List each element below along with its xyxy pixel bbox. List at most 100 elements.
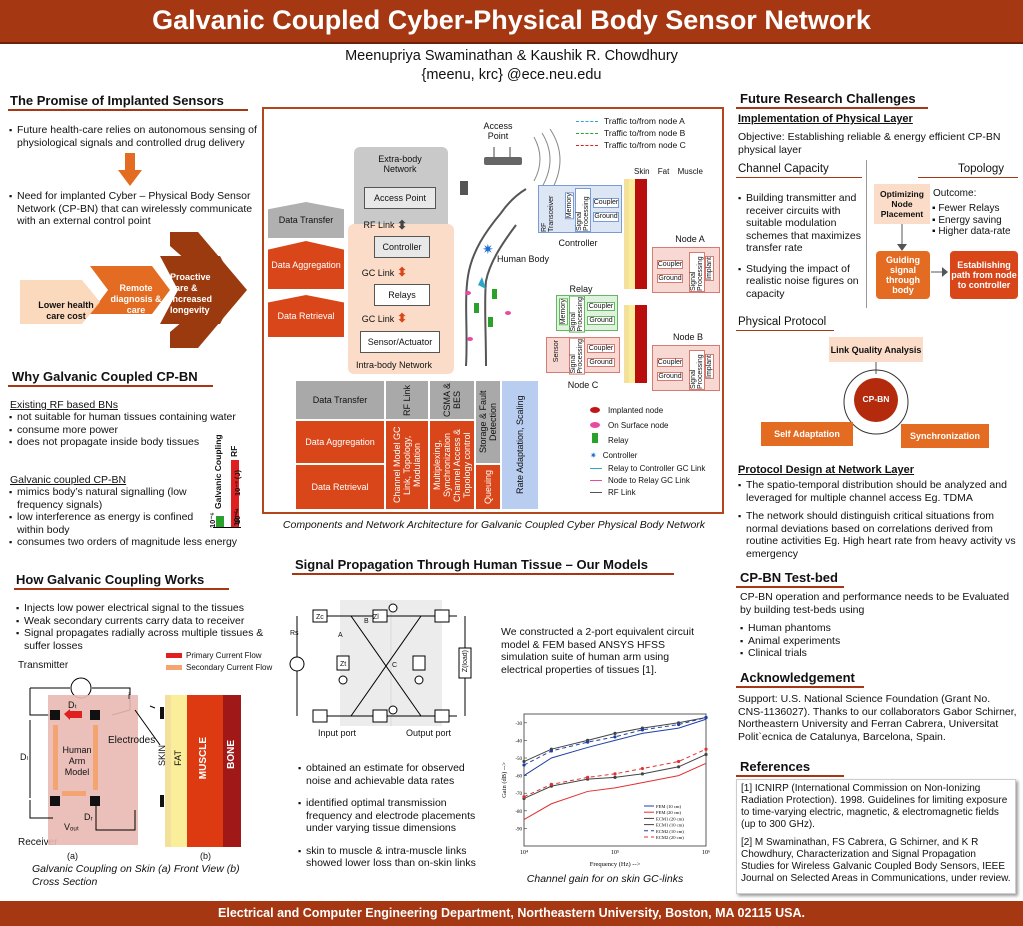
emails: {meenu, krc} @ece.neu.edu [421,67,602,83]
arm-model-label: Human Arm Model [62,745,92,777]
data-point [677,765,681,769]
controller-star-icon: ✷ [482,241,494,257]
bone-layer [223,695,241,847]
rf-bn-title: Existing RF based BNs [10,399,118,411]
circuit-zl: Zl [373,614,379,621]
guiding-signal-box: Guiding signal through body [876,251,930,299]
arch-legend: Implanted node On Surface node Relay ✷Co… [590,403,705,499]
circuit-zload: Z(load) [462,650,469,673]
heading-underline [14,588,229,590]
cc-item: Studying the impact of realistic noise f… [738,263,863,301]
circuit-a: A [338,632,343,639]
poster-title: Galvanic Coupled Cyber-Physical Body Sen… [0,0,1023,44]
table-col-csma: CSMA & BES [430,381,474,419]
chevron-proactive-care: Proactive care & increased longevity [170,272,213,315]
authors: Meenupriya Swaminathan & Kaushik R. Chow… [345,48,678,64]
arrow-data-aggregation: Data Aggregation [268,241,344,289]
topology-heading: Topology [958,163,1005,175]
skin-layer [165,695,171,847]
data-point [677,722,681,727]
relay-label: Relay [569,284,593,294]
fat-layer [171,695,187,847]
benefit-chevrons [20,232,247,348]
down-arrow-icon [897,224,907,251]
axis [213,527,241,528]
data-point [677,759,681,764]
heading-underline [8,385,213,387]
legend-implanted: Implanted node [608,406,664,415]
rf-bn-list: not suitable for human tissues containin… [9,411,249,449]
table-col-rate-adaptation: Rate Adaptation, Scaling [502,381,538,509]
controller-box: Controller [374,236,430,258]
galvanic-front-view [29,677,161,845]
intra-body-label: Intra-body Network [355,360,433,370]
y-tick-label: -90 [515,827,522,832]
legend-entry: FEM (10 cm) [656,804,681,809]
access-point-box: Access Point [364,187,436,209]
sensor-actuator-box: Sensor/Actuator [360,331,440,353]
tissue-labels: Skin Fat Muscle [634,167,703,176]
muscle-layer [187,695,223,847]
rf-item: consume more power [9,424,249,437]
data-point [704,752,708,757]
how-item: Injects low power electrical signal to t… [16,602,268,615]
circuit-c: C [392,662,398,669]
outcome-list: ▪ Fewer Relays ▪ Energy saving ▪ Higher … [932,203,1011,237]
heading-underline [736,775,844,777]
testbed-heading: CP-BN Test-bed [740,570,838,585]
human-body-label: Human Body [496,254,550,264]
legend-node-relay: Node to Relay GC Link [608,476,690,485]
legend-entry: ECM2 (10 cm) [656,829,684,834]
data-point [549,749,553,753]
rf-item: not suitable for human tissues containin… [9,411,249,424]
heading-underline [736,107,928,109]
dt-label: Dₜ [68,700,78,710]
node-a-module: Coupler Ground Signal Processing Implant [652,247,720,293]
data-point [613,731,617,735]
y-tick-label: -50 [515,757,522,762]
promise-list-2: Need for implanted Cyber – Physical Body… [9,190,259,228]
gc-item: low interference as energy is confined w… [9,511,209,536]
heading-underline [8,109,248,111]
heading-underline [292,573,674,575]
controller-module-label: Controller [558,238,598,248]
cc-item: Building transmitter and receiver circui… [738,192,863,255]
x-tick-label: 10⁵ [611,850,619,856]
traffic-legend: Traffic to/from node A Traffic to/from n… [576,115,686,151]
legend-entry: ECM1 (10 cm) [656,823,684,828]
testbed-item: Animal experiments [740,635,940,648]
double-arrow-icon: ⬍ [397,218,408,232]
gc-energy-bar [216,516,224,528]
chart-caption: Channel gain for on skin GC-links [526,873,684,885]
tissue-strip [635,305,647,383]
authors-block: Meenupriya Swaminathan & Kaushik R. Chow… [0,47,1023,85]
data-point [640,772,644,776]
footer: Electrical and Computer Engineering Depa… [0,901,1023,926]
extra-body-label: Extra-body Network [378,154,422,174]
human-body-figure [465,188,527,367]
signal-processing-label: Signal Processing [575,188,591,232]
data-point [640,728,644,732]
circuit-rs: Rs [290,630,299,637]
subfig-a: (a) [67,851,78,861]
y-tick-label: -30 [515,722,522,727]
net-item: The spatio-temporal distribution should … [738,479,1020,504]
y-axis-label: Gain (dB) --> [501,762,508,798]
testbed-list: Human phantoms Animal experiments Clinic… [740,622,940,660]
how-heading: How Galvanic Coupling Works [16,572,205,587]
cpbn-circle-label: CP-BN [862,394,890,404]
reference-2: [2] M Swaminathan, FS Cabrera, G Schirne… [741,837,1011,884]
circuit-zt: Zt [340,661,347,668]
signal-heading: Signal Propagation Through Human Tissue … [295,557,648,572]
data-point [522,795,526,799]
arrow-data-retrieval: Data Retrieval [268,295,344,337]
legend-entry: ECM1 (20 cm) [656,816,684,821]
data-point [522,763,526,767]
why-heading: Why Galvanic Coupled CP-BN [12,369,198,384]
dr-label: Dᵣ [84,812,93,822]
muscle-label: MUSCLE [198,737,209,780]
net-layer-heading: Protocol Design at Network Layer [738,464,915,476]
table-row-header: Data Transfer [296,381,384,419]
